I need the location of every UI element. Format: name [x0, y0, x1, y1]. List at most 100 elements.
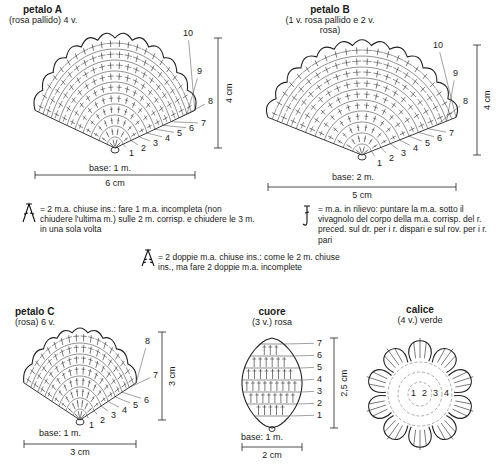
text-label: (rosa) 6 v. — [14, 317, 56, 327]
stitch-line — [399, 110, 403, 115]
stitch-line — [377, 60, 378, 67]
stitch-bar — [71, 119, 73, 125]
row-number: 4 — [443, 388, 450, 398]
stitch-bar — [374, 95, 380, 97]
stitch-line — [340, 121, 343, 126]
stitch-bar — [403, 72, 411, 77]
leader-line — [147, 133, 162, 137]
stitch-bar — [345, 95, 351, 97]
stitch-bar — [282, 113, 286, 122]
row-number: 5 — [316, 362, 323, 372]
stitch-line — [62, 80, 66, 85]
stitch-line — [103, 109, 105, 115]
stitch-bar — [315, 117, 318, 122]
stitch-line — [438, 426, 446, 440]
stitch-line — [348, 105, 350, 111]
piece-side — [24, 383, 80, 420]
stitch-line — [256, 393, 257, 403]
stitch-line — [454, 405, 473, 411]
stitch-bar — [61, 79, 66, 86]
stitch-bar — [356, 116, 360, 118]
stitch-bar — [357, 127, 360, 128]
stitch-bar — [40, 353, 45, 359]
stitch-bar — [90, 57, 97, 60]
leader-line — [295, 355, 314, 357]
stitch-line — [82, 389, 84, 396]
stitch-bar — [60, 350, 65, 353]
stitch-line — [294, 381, 295, 391]
stitch-bar — [402, 131, 404, 136]
stitch-bar — [149, 124, 151, 129]
stitch-bar — [162, 92, 166, 99]
stitch-bar — [334, 128, 337, 131]
dimension: 3 cm — [167, 365, 177, 387]
stitch-bar — [124, 381, 127, 388]
stitch-line — [356, 58, 357, 65]
stitch-line — [90, 358, 91, 365]
stitch-line — [128, 126, 132, 131]
stitch-bar — [379, 134, 381, 136]
row-line — [75, 93, 155, 129]
stitch-line — [110, 62, 111, 69]
stitch-line — [150, 78, 153, 83]
stitch-line — [127, 53, 129, 60]
stitch-line — [143, 116, 147, 120]
stitch-line — [106, 132, 109, 137]
stitch-line — [89, 369, 91, 376]
stitch-bar — [117, 387, 119, 393]
stitch-line — [375, 105, 377, 111]
stitch-bar — [391, 103, 396, 107]
stitch-line — [282, 405, 283, 415]
stitch-line — [317, 85, 320, 90]
stitch-line — [338, 140, 343, 143]
row-line — [296, 78, 428, 129]
symbol-key: = m.a. in rilievo: puntare la m.a. sotto… — [318, 204, 490, 245]
stitch-bar — [364, 105, 369, 107]
stitch-bar — [301, 99, 306, 106]
stitch-line — [356, 47, 357, 54]
stitch-line — [441, 349, 453, 365]
stitch-line — [283, 92, 288, 96]
stitch-bar — [63, 92, 67, 99]
leader-line — [285, 343, 314, 345]
stitch-line — [441, 423, 453, 439]
stitch-bar — [97, 44, 105, 46]
stitch-bar — [291, 395, 295, 396]
stitch-bar — [113, 142, 114, 143]
stitch-line — [146, 103, 150, 108]
stitch-bar — [269, 407, 273, 408]
stitch-bar — [133, 133, 134, 136]
stitch-bar — [66, 337, 72, 339]
stitch-line — [61, 338, 63, 345]
sepal-outline — [384, 415, 408, 439]
stitch-line — [69, 335, 70, 342]
base-chain — [269, 427, 275, 432]
stitch-bar — [84, 84, 89, 88]
stitch-bar — [257, 407, 261, 408]
stitch-line — [102, 64, 103, 70]
stitch-line — [328, 136, 333, 139]
stitch-line — [64, 384, 67, 390]
text-label: base: 1 m. — [240, 432, 284, 442]
stitch-line — [118, 84, 119, 91]
stitch-line — [110, 51, 111, 58]
stitch-line — [376, 82, 377, 88]
stitch-bar — [125, 88, 130, 90]
stitch-bar — [142, 49, 150, 53]
stitch-bar — [292, 117, 295, 125]
symbol-key: = 2 m.a. chiuse ins.: fare 1 m.a. incomp… — [40, 204, 255, 235]
leaf-outline — [272, 338, 302, 428]
text-label: 3 cm — [69, 447, 91, 457]
stitch-line — [83, 367, 85, 374]
stitch-bar — [69, 409, 71, 411]
stitch-line — [113, 140, 115, 146]
stitch-line — [414, 342, 416, 358]
stitch-bar — [265, 371, 269, 372]
stitch-bar — [93, 397, 95, 399]
round-guide — [408, 382, 432, 406]
stitch-bar — [89, 409, 91, 411]
stitch-bar — [155, 97, 159, 103]
row-number: 8 — [207, 96, 214, 106]
stitch-line — [392, 103, 396, 108]
stitch-bar — [263, 383, 267, 384]
